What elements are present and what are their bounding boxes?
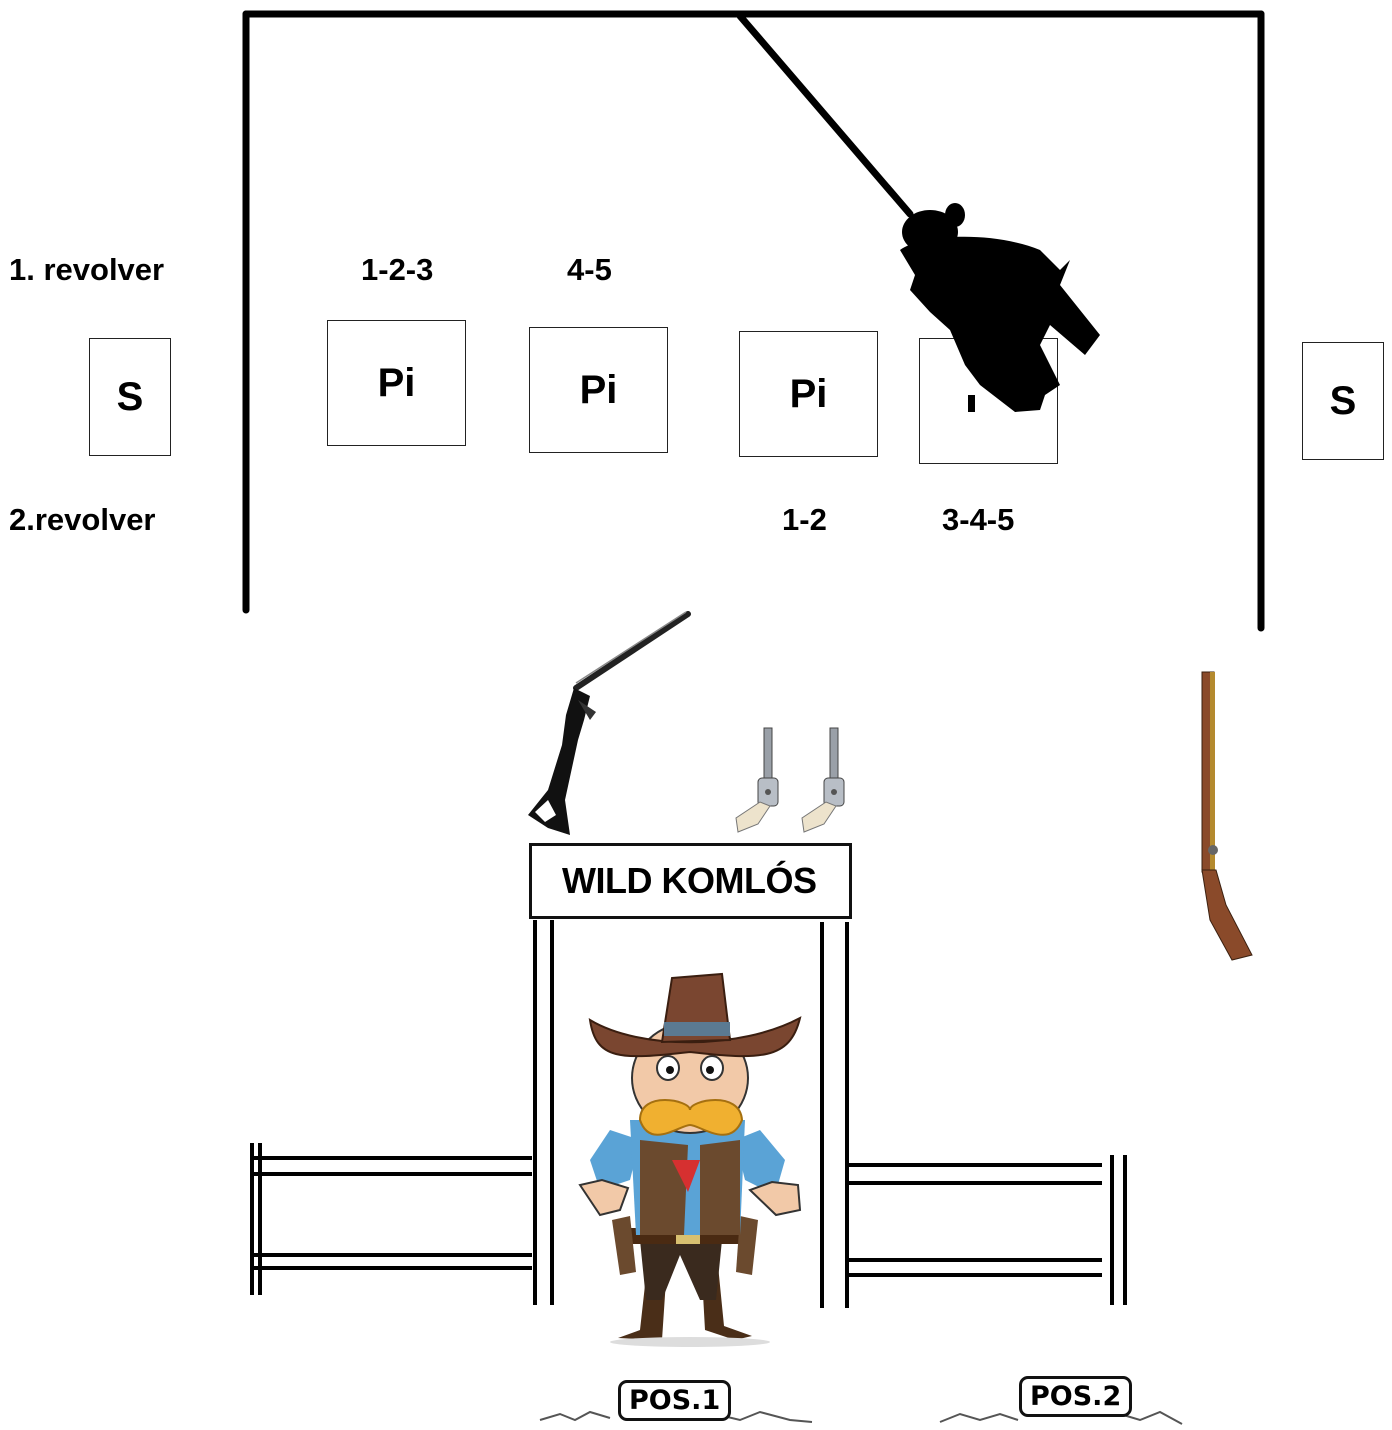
sequence-1-2: 1-2 bbox=[782, 502, 827, 537]
position-2-marker: POS.2 bbox=[1019, 1376, 1133, 1417]
position-1-marker: POS.1 bbox=[618, 1380, 732, 1421]
sequence-3-4-5: 3-4-5 bbox=[942, 502, 1015, 537]
pistol-target-3: Pi bbox=[739, 331, 878, 457]
bay-walls bbox=[242, 10, 1265, 632]
revolver1-label: 1. revolver bbox=[9, 252, 165, 287]
steel-target-left: S bbox=[89, 338, 171, 456]
sequence-1-2-3: 1-2-3 bbox=[361, 252, 434, 287]
wild-komlos-sign: WILD KOMLÓS bbox=[529, 843, 852, 919]
revolver-icon bbox=[735, 727, 779, 833]
pistol-target-4 bbox=[919, 338, 1058, 464]
rifle-icon bbox=[1201, 671, 1253, 961]
cowboy-icon bbox=[578, 972, 802, 1347]
revolver-icon bbox=[801, 727, 845, 833]
sequence-4-5: 4-5 bbox=[567, 252, 612, 287]
pistol-target-2: Pi bbox=[529, 327, 668, 453]
fence-icon bbox=[250, 920, 1127, 1308]
shotgun-icon bbox=[528, 611, 691, 835]
steel-target-right: S bbox=[1302, 342, 1384, 460]
pistol-target-1: Pi bbox=[327, 320, 466, 446]
revolver2-label: 2.revolver bbox=[9, 502, 156, 537]
ground-scribble bbox=[539, 1410, 1183, 1425]
